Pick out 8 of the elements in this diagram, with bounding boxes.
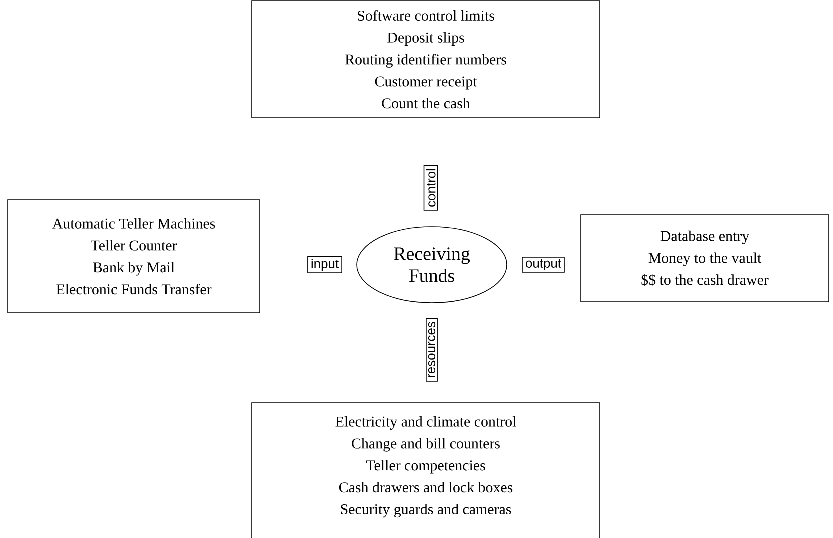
tag-label: control xyxy=(424,165,438,211)
tag-label: resources xyxy=(426,318,438,382)
list-box: Electricity and climate control Change and bill counters Teller competencies Cash drawers and lock boxes Security guards and cameras xyxy=(252,402,600,538)
tag-label: input xyxy=(308,256,342,274)
list-box: Automatic Teller Machines Teller Counter Bank by Mail Electronic Funds Transfer xyxy=(8,200,260,314)
tag-label: output xyxy=(522,257,565,273)
list-box: Database entry Money to the vault $$ to the cash drawer xyxy=(580,214,830,302)
list-box: Software control limits Deposit slips Routing identifier numbers Customer receipt Count the cash xyxy=(252,0,600,118)
